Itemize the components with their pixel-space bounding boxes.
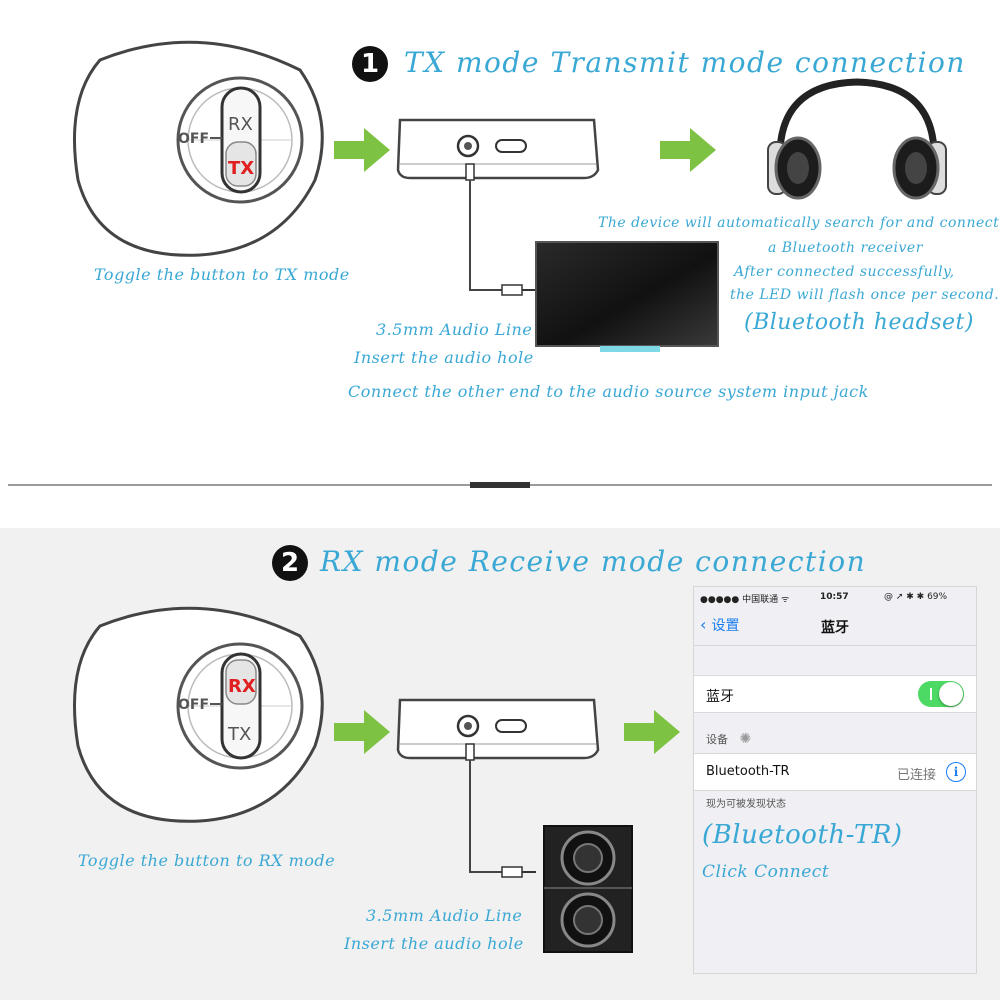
switch-tx-label-active: TX [228,158,254,179]
tv-audio-source [535,241,719,352]
section-divider-mark [470,482,530,488]
switch-tx-label: TX [227,724,251,745]
cable-caption-1-tx: 3.5mm Audio Line [376,320,533,339]
after-connect-caption-1: After connected successfully, [734,264,955,280]
auto-search-caption-1: The device will automatically search for… [598,215,1000,231]
click-connect-caption: Click Connect [702,862,830,882]
bluetooth-toggle-row: 蓝牙 [694,675,976,713]
bluetooth-adapter-box [396,698,600,760]
carrier-label: ●●●●● 中国联通 ᯤ [700,595,790,605]
switch-off-label: OFF [178,697,209,713]
headset-label: (Bluetooth headset) [744,310,974,335]
bluetooth-toggle[interactable] [918,681,964,707]
headphones-icon [767,78,947,200]
back-button[interactable]: ‹ 设置 [700,615,740,635]
switch-off-label: OFF [178,131,209,147]
discoverable-text: 现为可被发现状态 [706,799,786,810]
switch-rx-label: RX [228,114,253,135]
section-title-tx: TX mode Transmit mode connection [404,46,966,79]
toggle-knob [939,682,963,706]
section-title-rx: RX mode Receive mode connection [320,545,867,578]
right-arrow-icon [334,128,390,172]
bluetooth-tr-label: (Bluetooth-TR) [702,820,903,850]
step-number-1: 1 [352,46,388,82]
phone-status-bar: ●●●●● 中国联通 ᯤ 10:57 @ ➚ ✱ ✱ 69% [694,587,976,607]
speaker-icon [543,825,633,953]
bluetooth-adapter-box [396,118,600,180]
bluetooth-label: 蓝牙 [706,689,734,705]
toggle-caption-tx: Toggle the button to TX mode [94,265,350,284]
status-time: 10:57 [820,592,849,602]
battery-label: @ ➚ ✱ ✱ 69% [884,592,948,602]
switch-rx-label-active: RX [228,676,256,697]
toggle-on-mark [930,688,932,700]
device-status: 已连接 [896,768,936,783]
info-icon[interactable]: i [946,762,966,782]
cable-caption-2-tx: Insert the audio hole [354,348,534,367]
audio-cable [465,743,536,878]
phone-bluetooth-settings: ●●●●● 中国联通 ᯤ 10:57 @ ➚ ✱ ✱ 69% ‹ 设置 蓝牙 蓝… [693,586,977,974]
back-label: 设置 [711,618,740,634]
after-connect-caption-2: the LED will flash once per second. [730,287,1000,303]
section-rx: 2 RX mode Receive mode connection OFF RX… [0,528,1000,1000]
audio-source-caption: Connect the other end to the audio sourc… [348,382,869,401]
loading-spinner-icon: ✺ [739,731,752,747]
cable-caption-2-rx: Insert the audio hole [344,934,524,953]
audio-cable [465,163,536,296]
nav-title: 蓝牙 [821,620,849,636]
cable-caption-1-rx: 3.5mm Audio Line [366,906,523,925]
devices-header: 设备 ✺ [706,731,751,747]
device-name: Bluetooth-TR [706,764,790,779]
toggle-caption-rx: Toggle the button to RX mode [78,851,336,870]
right-arrow-icon [624,710,680,754]
mode-switch-illustration: OFF RX TX [73,606,324,823]
step-number-2: 2 [272,545,308,581]
device-row-bluetooth-tr[interactable]: Bluetooth-TR 已连接 i [694,753,976,791]
phone-nav-bar: ‹ 设置 蓝牙 [694,609,976,646]
mode-switch-illustration: OFF RX TX [73,40,324,257]
chevron-left-icon: ‹ [700,615,707,634]
right-arrow-icon [660,128,716,172]
section-tx: 1 TX mode Transmit mode connection OFF R… [0,0,1000,480]
devices-header-label: 设备 [706,733,728,746]
right-arrow-icon [334,710,390,754]
auto-search-caption-2: a Bluetooth receiver [768,240,923,256]
